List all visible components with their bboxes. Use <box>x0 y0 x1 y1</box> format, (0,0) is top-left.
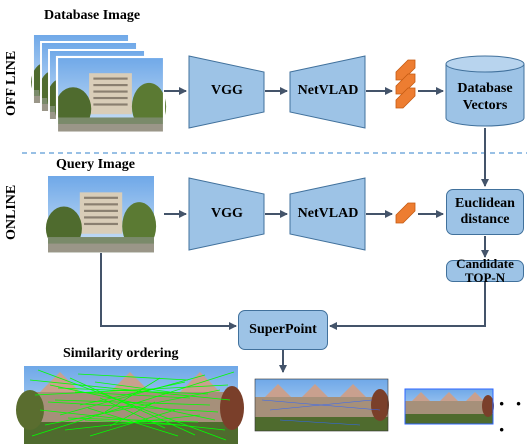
vgg-block-offline <box>188 55 265 129</box>
netvlad-block-online <box>289 177 366 251</box>
match-result-2 <box>254 378 389 432</box>
candidate-topn-label: Candidate TOP-N <box>456 256 514 285</box>
database-vectors-label: Database Vectors <box>457 81 513 113</box>
arrow-query-to-superpoint <box>100 253 237 330</box>
vgg-block-online <box>188 177 265 251</box>
vgg-label-online: VGG <box>211 206 243 221</box>
match-result-3 <box>404 388 494 425</box>
arrow-candidate-to-superpoint <box>329 280 486 330</box>
query-image <box>45 176 157 253</box>
database-image-stack <box>31 33 167 134</box>
database-cylinder <box>445 55 525 127</box>
euclidean-distance-box: Euclidean distance <box>446 189 524 235</box>
candidate-topn-box: Candidate TOP-N <box>446 256 524 285</box>
netvlad-block-offline <box>289 55 366 129</box>
superpoint-box: SuperPoint <box>238 310 328 350</box>
superpoint-label: SuperPoint <box>249 322 317 337</box>
match-result-1 <box>16 366 244 444</box>
database-image-title: Database Image <box>44 8 141 23</box>
ellipsis: · · · <box>498 391 525 442</box>
euclidean-distance-label: Euclidean distance <box>455 196 515 227</box>
vgg-label-offline: VGG <box>211 83 243 98</box>
similarity-ordering-title: Similarity ordering <box>63 346 179 361</box>
online-feature-vector <box>395 202 416 224</box>
netvlad-label-online: NetVLAD <box>297 206 359 221</box>
query-image-title: Query Image <box>56 157 135 172</box>
offline-feature-vectors <box>395 59 416 109</box>
netvlad-label-offline: NetVLAD <box>297 83 359 98</box>
